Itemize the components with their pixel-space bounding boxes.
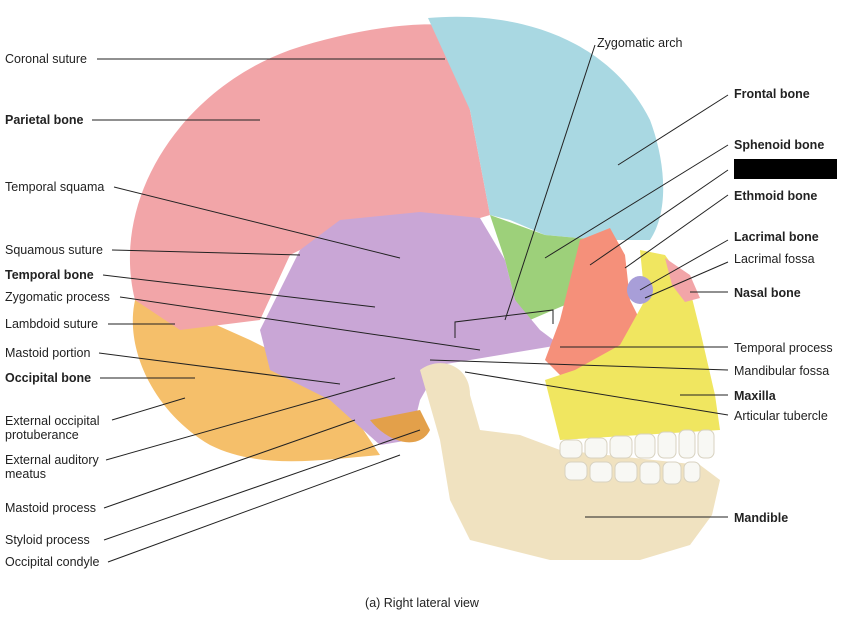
figure-caption: (a) Right lateral view xyxy=(365,596,479,610)
label-parietal-bone: Parietal bone xyxy=(5,113,84,127)
parietal-bone-shape xyxy=(129,24,490,330)
frontal-bone-shape xyxy=(428,16,664,240)
occipital-bone-shape xyxy=(132,290,380,462)
label-zygomatic-arch: Zygomatic arch xyxy=(597,36,683,50)
label-squamous-suture: Squamous suture xyxy=(5,243,103,257)
label-mandibular-fossa: Mandibular fossa xyxy=(734,364,830,378)
label-lacrimal-fossa: Lacrimal fossa xyxy=(734,252,815,266)
mastoid-process-shape xyxy=(370,410,430,443)
label-frontal-bone: Frontal bone xyxy=(734,87,810,101)
label-temporal-process: Temporal process xyxy=(734,341,833,355)
label-occipital-bone: Occipital bone xyxy=(5,371,92,385)
label-zygomatic-process: Zygomatic process xyxy=(5,290,110,304)
label-nasal-bone: Nasal bone xyxy=(734,286,801,300)
mandible-shape xyxy=(420,363,720,560)
label-mastoid-portion: Mastoid portion xyxy=(5,346,91,360)
label-temporal-squama: Temporal squama xyxy=(5,180,105,194)
label-external-occipital-protuberance: External occipital protuberance xyxy=(5,414,100,442)
label-mastoid-process: Mastoid process xyxy=(5,501,97,515)
temporal-bone-shape xyxy=(260,212,560,445)
label-external-auditory-meatus: External auditory meatus xyxy=(5,453,99,481)
leader-lines xyxy=(92,44,729,563)
label-sphenoid-bone: Sphenoid bone xyxy=(734,138,825,152)
label-mandible: Mandible xyxy=(734,511,789,525)
label-styloid-process: Styloid process xyxy=(5,533,90,547)
label-ethmoid-bone: Ethmoid bone xyxy=(734,189,818,203)
label-occipital-condyle: Occipital condyle xyxy=(5,555,100,569)
label-articular-tubercle: Articular tubercle xyxy=(734,409,828,423)
label-lacrimal-bone: Lacrimal bone xyxy=(734,230,819,244)
label-maxilla: Maxilla xyxy=(734,389,776,403)
label-coronal-suture: Coronal suture xyxy=(5,52,87,66)
label-temporal-bone: Temporal bone xyxy=(5,268,94,282)
nasal-bone-shape xyxy=(665,258,700,302)
label-lambdoid-suture: Lambdoid suture xyxy=(5,317,99,331)
redaction-box xyxy=(734,159,837,179)
teeth xyxy=(559,429,715,485)
